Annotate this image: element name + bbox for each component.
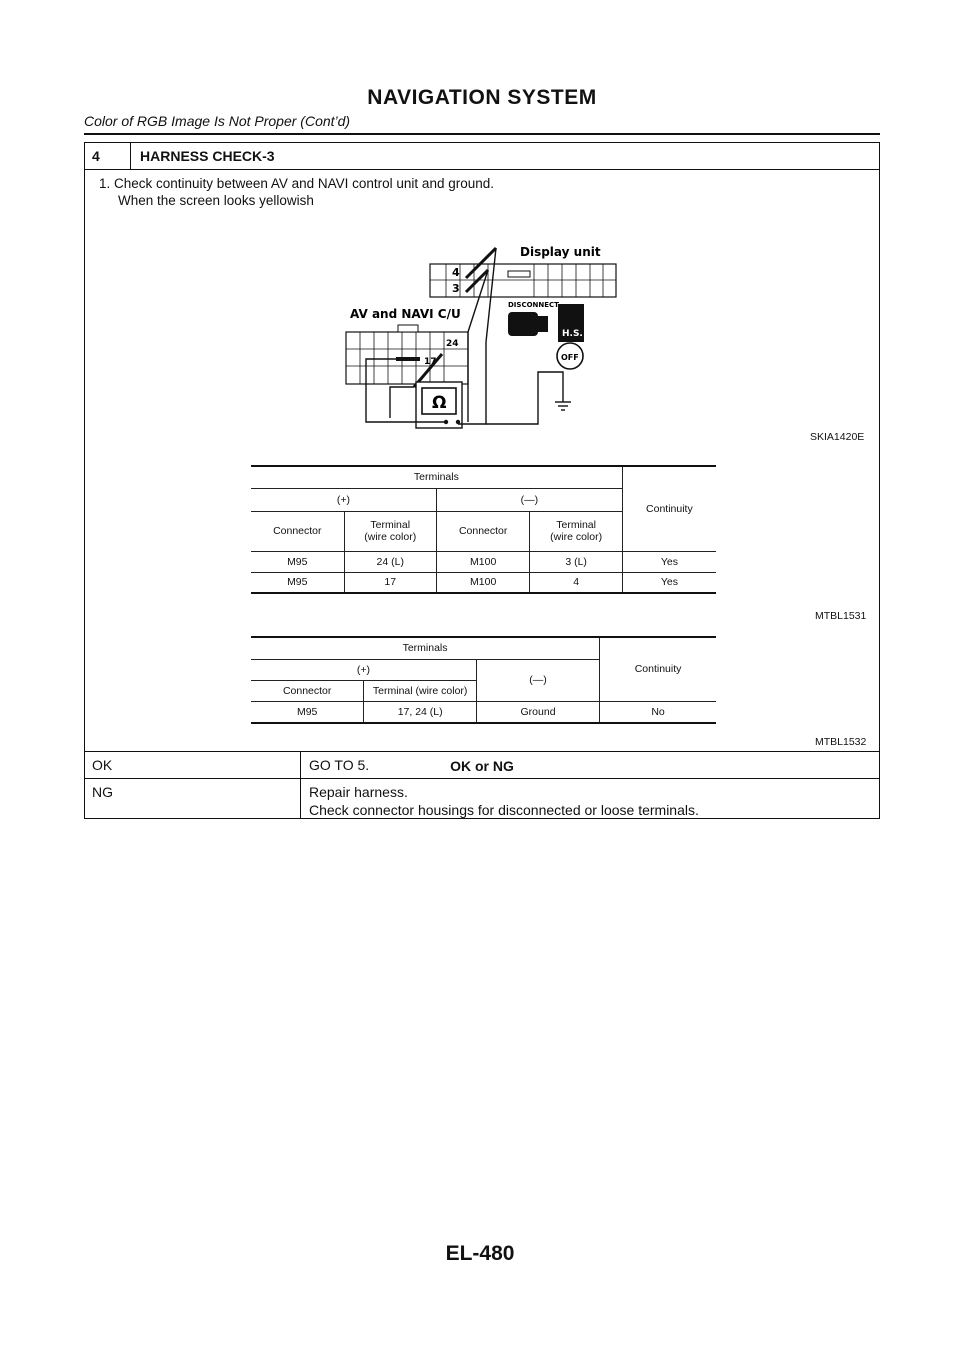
step-header: 4 HARNESS CHECK-3 [85,143,879,170]
ng-action: Repair harness. Check connector housings… [301,779,699,818]
cell: M95 [251,572,345,594]
ng-action-text: Repair harness. [309,784,408,800]
ok-action: GO TO 5. [301,752,369,778]
ohmmeter-terminal [455,419,461,425]
minus-header: (—) [475,659,600,702]
step-instruction: 1. Check continuity between AV and NAVI … [99,176,494,191]
table-row: M95 17 M100 4 Yes [251,572,716,594]
connector-header: Connector [251,680,364,702]
ground-symbol [555,401,571,411]
ng-action-text: Check connector housings for disconnecte… [309,802,699,818]
table-1-id: MTBL1531 [815,610,867,622]
cell: Yes [621,551,716,573]
minus-header: (—) [435,488,623,512]
terminal-header: Terminal (wire color) [363,680,477,702]
ok-action-text: GO TO 5. [309,757,370,773]
ng-label: NG [85,779,301,818]
lead-wire-cu [389,386,414,418]
terminal-header: Terminal (wire color) [343,511,437,552]
connector-header: Connector [251,511,345,552]
cell: M100 [435,551,530,573]
cu-label: AV and NAVI C/U [350,307,461,321]
cell: 17, 24 (L) [363,701,477,724]
terminals-header: Terminals [251,465,623,489]
disconnect-connector-icon [538,316,548,332]
table-2-id: MTBL1532 [815,736,867,748]
page-subtitle: Color of RGB Image Is Not Proper (Cont’d… [84,113,351,129]
cell: M100 [435,572,530,594]
plus-header: (+) [251,659,477,681]
continuity-table-2: Terminals Continuity (+) (—) Connector T… [251,636,716,724]
cell: 17 [343,572,437,594]
step-body: 1. Check continuity between AV and NAVI … [85,170,879,774]
table-row: M95 17, 24 (L) Ground No [251,701,716,724]
ohmmeter-display [421,387,457,415]
cell: 4 [529,572,623,594]
lead-wire-neg [365,358,446,423]
probe-pin-4 [464,246,498,280]
continuity-header: Continuity [621,465,716,552]
terminals-header: Terminals [251,636,600,660]
page-title: NAVIGATION SYSTEM [367,86,597,109]
ok-or-ng-label: OK or NG [450,758,514,774]
table-row: M95 24 (L) M100 3 (L) Yes [251,551,716,573]
step-condition: When the screen looks yellowish [118,193,314,208]
pin-4-label: 4 [452,266,460,279]
cell: Yes [621,572,716,594]
probe-pin-3 [464,268,490,294]
continuity-header: Continuity [599,636,716,702]
header-rule [84,133,880,135]
lead-wire-display [458,247,497,425]
off-label: OFF [561,353,579,362]
disconnect-connector-icon [508,312,538,336]
disconnect-label: DISCONNECT [508,301,559,309]
cu-connector-latch [397,324,419,333]
step-title: HARNESS CHECK-3 [140,148,275,164]
pin-17-label: 17 [424,357,437,367]
cell: No [599,701,716,724]
display-unit-connector [429,263,617,298]
cell: 24 (L) [343,551,437,573]
result-row-ok: OK GO TO 5. [85,752,879,779]
step-number: 4 [85,143,131,169]
diagram-id: SKIA1420E [810,431,865,443]
page-header: NAVIGATION SYSTEM Color of RGB Image Is … [84,86,880,135]
ignition-off-icon [556,342,584,370]
plus-header: (+) [251,488,437,512]
continuity-check-diagram: Display unit 4 3 AV and NAVI C/U 24 17 [345,245,617,429]
pin-3-label: 3 [452,282,460,295]
cell: 3 (L) [529,551,623,573]
cell: M95 [251,551,345,573]
ok-label: OK [85,752,301,778]
hs-key-icon [558,304,584,342]
terminal-header: Terminal (wire color) [529,511,623,552]
lead-wire-display-2 [467,269,489,422]
continuity-table-1: Terminals Continuity (+) (—) Connector T… [251,465,716,594]
pin-24-label: 24 [446,339,459,349]
ground-wire [486,371,564,425]
result-row-ng: NG Repair harness. Check connector housi… [85,779,879,818]
ohm-symbol: Ω [432,393,446,413]
display-connector-latch [507,270,531,278]
connector-header: Connector [435,511,530,552]
harness-check-box: 4 HARNESS CHECK-3 1. Check continuity be… [84,142,880,819]
display-unit-label: Display unit [520,245,601,259]
cell: M95 [251,701,364,724]
hs-label: H.S. [562,329,583,339]
page-number: EL-480 [445,1242,515,1265]
cell: Ground [475,701,600,724]
